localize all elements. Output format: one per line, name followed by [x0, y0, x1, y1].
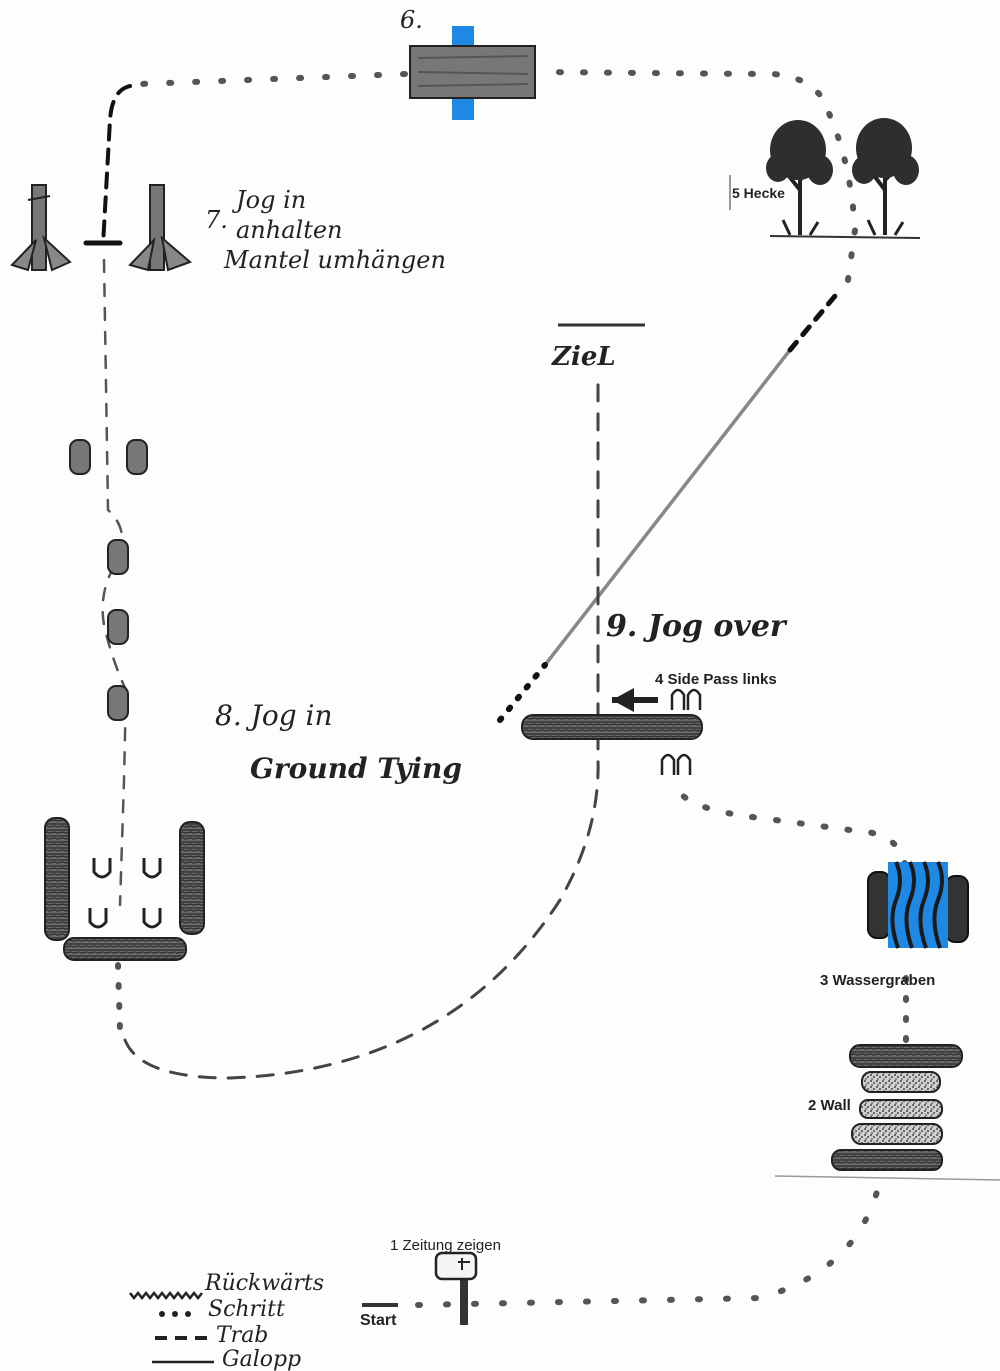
- obstacle-5-hedge: 5 Hecke: [729, 118, 921, 239]
- obstacle-2-wall: 2 Wall: [774, 1044, 1000, 1181]
- obstacle-7-line2: anhalten: [236, 216, 343, 244]
- legend-backward-label: Rückwärts: [204, 1271, 324, 1296]
- trot-path-left: [101, 84, 132, 247]
- walk-path-to-canter: [497, 662, 548, 723]
- walk-path-below-box: [115, 962, 123, 1033]
- obstacle-7-number: 7.: [205, 206, 228, 234]
- obstacle-5-label: 5 Hecke: [732, 185, 785, 201]
- legend-walk-label: Schritt: [208, 1297, 285, 1322]
- legend-backward-symbol: [129, 1290, 203, 1301]
- obstacle-8-box: [44, 817, 205, 961]
- obstacle-6-label: 6.: [400, 6, 423, 34]
- post-right: [128, 184, 192, 272]
- walk-path-water-to-sidepass: [675, 787, 908, 868]
- mailbox-icon: [434, 1251, 478, 1281]
- hedge-tree-right: [852, 118, 919, 236]
- canter-path: [543, 348, 792, 667]
- obstacle-3-label: 3 Wassergraben: [820, 972, 935, 989]
- post-left: [10, 184, 72, 272]
- obstacle-4-sidepass: 4 Side Pass links: [521, 671, 777, 775]
- obstacle-7-posts: 7. Jog in anhalten Mantel umhängen: [10, 184, 446, 274]
- walk-path-top-left: [137, 71, 408, 87]
- legend-trot-label: Trab: [216, 1323, 268, 1348]
- obstacle-8-line2: Ground Tying: [250, 752, 462, 785]
- obstacle-7-line1: Jog in: [231, 186, 306, 214]
- legend-canter-label: Galopp: [222, 1347, 301, 1371]
- obstacle-8-line1: 8. Jog in: [215, 699, 333, 732]
- hedge-tree-left: [766, 120, 833, 236]
- obstacle-2-label: 2 Wall: [808, 1097, 851, 1114]
- obstacle-8-slalom: [69, 439, 148, 721]
- trot-path-to-finish: [123, 370, 600, 1080]
- obstacle-7-line3: Mantel umhängen: [223, 246, 446, 274]
- obstacle-9-label: 9. Jog over: [606, 609, 788, 644]
- obstacle-1-mailbox: 1 Zeitung zeigen: [390, 1237, 501, 1325]
- obstacle-1-label: 1 Zeitung zeigen: [390, 1237, 501, 1254]
- arrow-left-icon: [612, 688, 658, 712]
- obstacle-3-water: 3 Wassergraben: [820, 861, 969, 989]
- hoof-prints: [660, 688, 702, 775]
- trot-path-hedge: [787, 287, 843, 353]
- legend-walk-symbol: [159, 1311, 191, 1317]
- finish-label: ZieL: [551, 342, 616, 372]
- obstacle-6-gate: 6.: [400, 6, 536, 120]
- start-label: Start: [360, 1312, 397, 1329]
- finish-marker: ZieL: [551, 323, 645, 372]
- start-marker: Start: [360, 1303, 398, 1329]
- obstacle-4-label: 4 Side Pass links: [655, 671, 777, 688]
- trot-path-left-lower: [101, 258, 128, 907]
- legend: Rückwärts Schritt Trab Galopp: [129, 1271, 324, 1371]
- course-path: [83, 69, 909, 1308]
